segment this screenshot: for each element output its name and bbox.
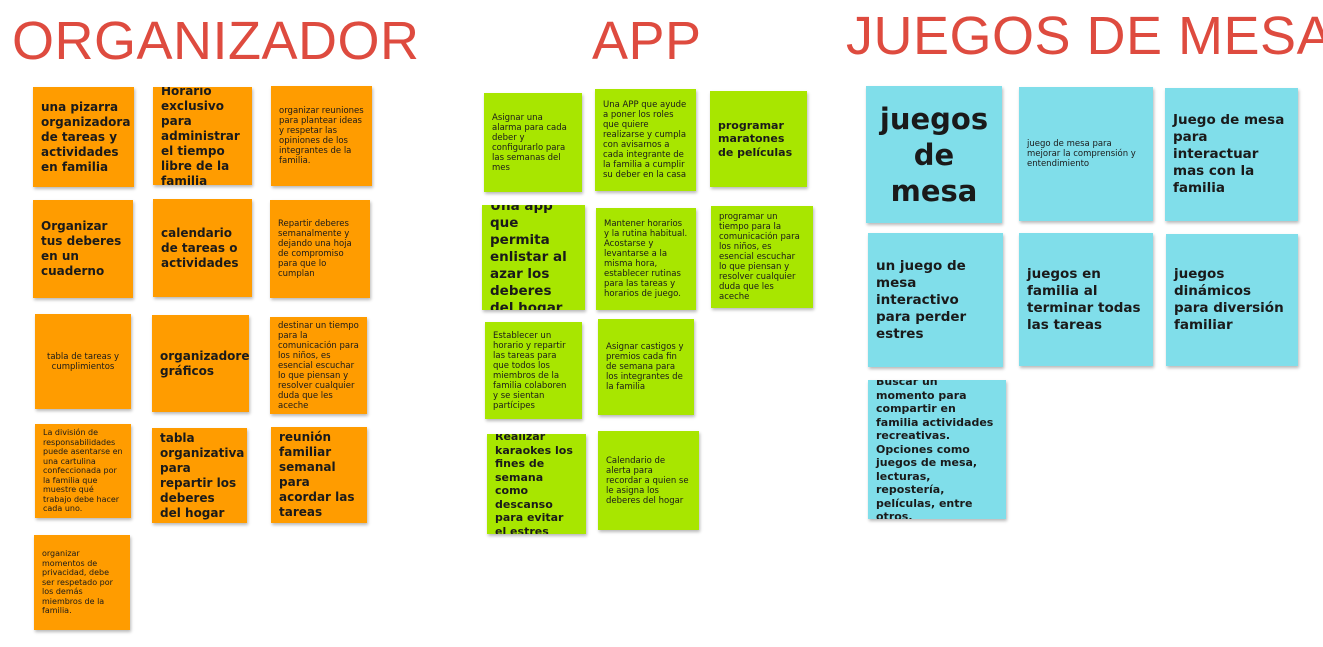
sticky-note[interactable]: programar maratones de películas [710,91,807,187]
sticky-note[interactable]: Calendario de alerta para recordar a qui… [598,431,699,530]
sticky-note[interactable]: Juego de mesa para interactuar mas con l… [1165,88,1298,221]
sticky-note-text: Una app que permita enlistar al azar los… [490,205,567,310]
sticky-note[interactable]: Repartir deberes semanalmente y dejando … [270,200,370,298]
sticky-note[interactable]: juegos en familia al terminar todas las … [1019,233,1153,366]
sticky-note-text: programar maratones de películas [718,118,793,159]
sticky-note-text: tabla organizativa para repartir los deb… [160,430,245,520]
sticky-note[interactable]: juego de mesa para mejorar la comprensió… [1019,87,1153,221]
sticky-note-text: Una APP que ayude a poner los roles que … [603,100,687,180]
sticky-note-text: reunión familiar semanal para acordar la… [279,430,355,519]
sticky-note[interactable]: Establecer un horario y repartir las tar… [485,322,582,419]
sticky-note[interactable]: organizar reuniones para plantear ideas … [271,86,372,186]
sticky-note[interactable]: juegos de mesa [866,86,1002,223]
heading-app: APP [592,11,702,71]
sticky-note-text: Realizar karaokes los fines de semana co… [495,434,573,534]
sticky-note-text: organizar reuniones para plantear ideas … [279,106,364,166]
sticky-note-text: La división de responsabilidades puede a… [43,428,123,514]
sticky-note-text: una pizarra organizadora de tareas y act… [41,99,131,174]
sticky-note[interactable]: Asignar una alarma para cada deber y con… [484,93,582,192]
sticky-note[interactable]: La división de responsabilidades puede a… [35,424,131,518]
heading-juegos-de-mesa: JUEGOS DE MESA [846,6,1323,66]
sticky-note-text: Repartir deberes semanalmente y dejando … [278,219,352,279]
sticky-note-text: Establecer un horario y repartir las tar… [493,330,567,411]
sticky-note-text: Horario exclusivo para administrar el ti… [161,87,240,185]
sticky-note[interactable]: Realizar karaokes los fines de semana co… [487,434,586,534]
sticky-note-text: un juego de mesa interactivo para perder… [876,257,967,342]
sticky-note-text: Mantener horarios y la rutina habitual. … [604,219,688,299]
sticky-note[interactable]: organizadores gráficos [152,315,249,412]
sticky-note[interactable]: tabla de tareas y cumplimientos [35,314,131,409]
sticky-note[interactable]: programar un tiempo para la comunicación… [711,206,813,308]
sticky-note-text: juego de mesa para mejorar la comprensió… [1027,139,1136,169]
sticky-note-text: Juego de mesa para interactuar mas con l… [1173,112,1285,196]
sticky-note-text: Asignar castigos y premios cada fin de s… [606,342,684,392]
sticky-note[interactable]: Horario exclusivo para administrar el ti… [153,87,252,185]
sticky-note-text: tabla de tareas y cumplimientos [47,351,119,372]
sticky-note[interactable]: Mantener horarios y la rutina habitual. … [596,208,696,310]
sticky-note-text: Calendario de alerta para recordar a qui… [606,455,689,506]
sticky-note-text: juegos dinámicos para diversión familiar [1174,266,1284,333]
sticky-note-text: Buscar un momento para compartir en fami… [876,380,994,519]
sticky-note-text: programar un tiempo para la comunicación… [719,212,800,302]
sticky-note[interactable]: reunión familiar semanal para acordar la… [271,427,367,523]
sticky-note-text: organizar momentos de privacidad, debe s… [42,549,113,616]
sticky-note[interactable]: Asignar castigos y premios cada fin de s… [598,319,694,415]
sticky-note[interactable]: destinar un tiempo para la comunicación … [270,317,367,414]
sticky-note-text: destinar un tiempo para la comunicación … [278,320,359,411]
sticky-note[interactable]: un juego de mesa interactivo para perder… [868,233,1003,367]
sticky-note-text: juegos en familia al terminar todas las … [1027,265,1141,333]
sticky-note[interactable]: Una app que permita enlistar al azar los… [482,205,585,310]
sticky-note[interactable]: Una APP que ayude a poner los roles que … [595,89,696,191]
sticky-note[interactable]: calendario de tareas o actividades [153,199,252,297]
sticky-note-text: organizadores gráficos [160,348,249,378]
sticky-note[interactable]: organizar momentos de privacidad, debe s… [34,535,130,630]
heading-organizador: ORGANIZADOR [12,11,420,71]
sticky-note[interactable]: juegos dinámicos para diversión familiar [1166,234,1298,366]
sticky-note-text: juegos de mesa [879,101,989,208]
sticky-note[interactable]: una pizarra organizadora de tareas y act… [33,87,134,187]
sticky-note-text: Asignar una alarma para cada deber y con… [492,112,567,173]
sticky-note[interactable]: Organizar tus deberes en un cuaderno [33,200,133,298]
sticky-note-text: calendario de tareas o actividades [161,225,239,270]
sticky-note-text: Organizar tus deberes en un cuaderno [41,219,122,278]
sticky-note[interactable]: Buscar un momento para compartir en fami… [868,380,1006,519]
sticky-note[interactable]: tabla organizativa para repartir los deb… [152,428,247,523]
